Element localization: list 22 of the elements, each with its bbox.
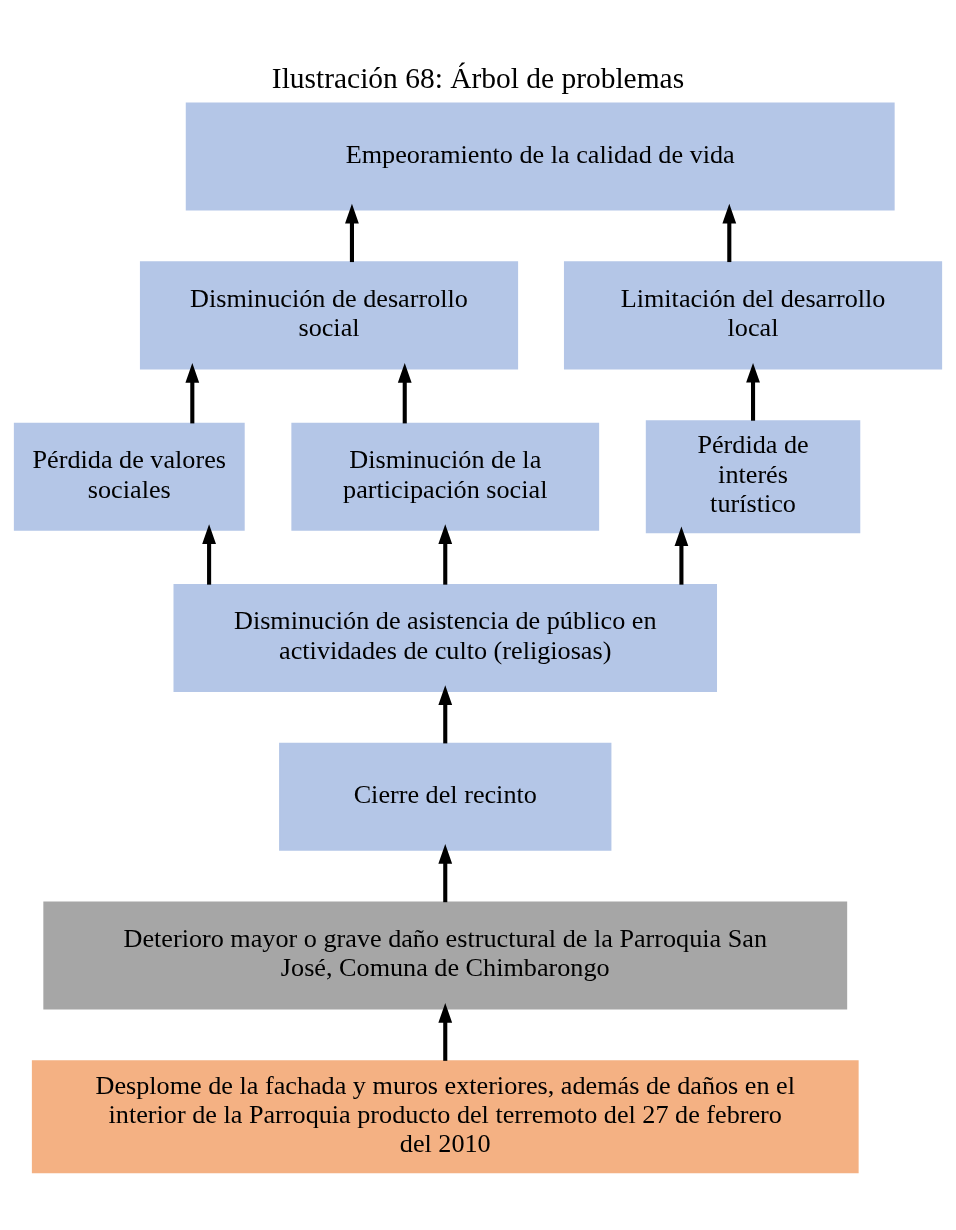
node-box: Cierre del recinto	[279, 742, 612, 851]
node-box: Empeoramiento de la calidad de vida	[185, 102, 895, 211]
arrow	[438, 844, 453, 903]
node-box: Pérdida de interés turístico	[645, 420, 861, 534]
arrow	[746, 362, 760, 421]
node-box: Disminución de desarrollo social	[139, 261, 519, 370]
arrow	[345, 203, 359, 263]
node-box: Disminución de asistencia de público en actividades de culto (religiosas)	[173, 583, 718, 692]
node-box: Pérdida de valores sociales	[13, 422, 245, 531]
node-box: Disminución de la participación social	[291, 422, 600, 531]
arrow	[185, 362, 200, 424]
arrow	[438, 685, 453, 744]
arrow	[438, 1003, 453, 1061]
arrow	[438, 524, 453, 585]
arrow	[674, 526, 689, 585]
diagram-title: Ilustración 68: Árbol de problemas	[271, 61, 685, 94]
arrow	[397, 362, 412, 424]
node-box: Limitación del desarrollo local	[563, 261, 943, 370]
node-box: Desplome de la fachada y muros exteriores, además de daños en el interior de la Parroquia producto del terremoto del 27 de febrero del 2010	[31, 1060, 859, 1174]
arrow	[202, 524, 216, 585]
node-box: Deterioro mayor o grave daño estructural de la Parroquia San José, Comuna de Chimbarongo	[43, 901, 848, 1010]
arrow	[722, 203, 737, 263]
